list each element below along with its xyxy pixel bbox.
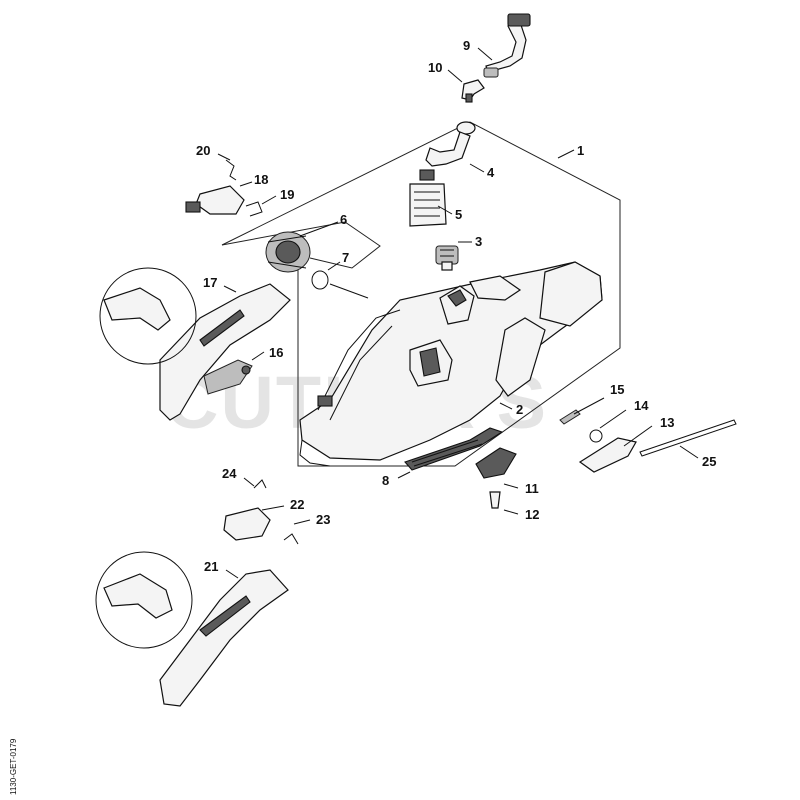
o-ring — [311, 270, 329, 290]
callout-3: 3 — [475, 234, 482, 249]
callout-labels: 1 2 3 4 5 6 7 8 9 10 11 12 13 14 15 16 1… — [196, 38, 716, 574]
hand-guard-parts — [559, 409, 737, 473]
callout-21: 21 — [204, 559, 218, 574]
callout-15: 15 — [610, 382, 624, 397]
callout-8: 8 — [382, 473, 389, 488]
callout-16: 16 — [269, 345, 283, 360]
fuel-filter — [409, 169, 447, 227]
callout-7: 7 — [342, 250, 349, 265]
callout-17: 17 — [203, 275, 217, 290]
callout-14: 14 — [634, 398, 649, 413]
callout-23: 23 — [316, 512, 330, 527]
screw — [489, 491, 501, 509]
callout-9: 9 — [463, 38, 470, 53]
callout-24: 24 — [222, 466, 237, 481]
fitting-connector — [461, 79, 485, 103]
pickup-hose — [425, 121, 476, 167]
callout-25: 25 — [702, 454, 716, 469]
drawing-code: 1130-GET-0179 — [9, 738, 18, 795]
fuel-line — [483, 13, 531, 78]
lower-handle — [95, 551, 289, 707]
trigger-assembly — [185, 159, 263, 217]
pump-assembly — [265, 231, 311, 273]
side-cover — [475, 447, 517, 479]
callout-5: 5 — [455, 207, 462, 222]
callout-18: 18 — [254, 172, 268, 187]
callout-4: 4 — [487, 165, 495, 180]
tank-housing — [299, 261, 603, 467]
lower-trigger — [223, 479, 299, 545]
callout-20: 20 — [196, 143, 210, 158]
callout-13: 13 — [660, 415, 674, 430]
grip-insert — [404, 427, 504, 471]
callout-6: 6 — [340, 212, 347, 227]
upper-handle — [99, 267, 291, 421]
callout-12: 12 — [525, 507, 539, 522]
vent-valve — [435, 245, 459, 271]
callout-10: 10 — [428, 60, 442, 75]
pump-bracket-outline — [221, 221, 381, 269]
callout-1: 1 — [577, 143, 584, 158]
insert-block — [203, 359, 253, 395]
callout-19: 19 — [280, 187, 294, 202]
callout-22: 22 — [290, 497, 304, 512]
leader-lines — [217, 47, 699, 579]
callout-2: 2 — [516, 402, 523, 417]
callout-11: 11 — [525, 481, 539, 496]
